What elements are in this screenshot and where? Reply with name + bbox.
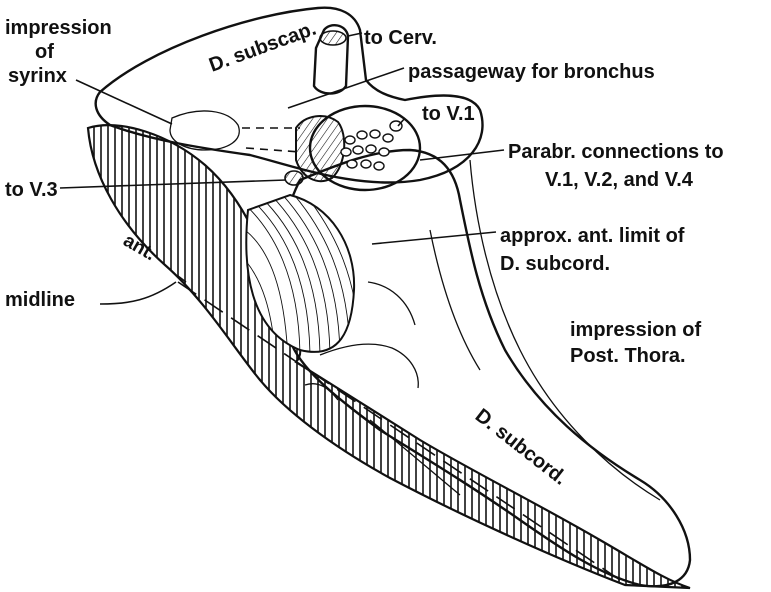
cervical-opening [320,31,346,45]
label-to-v3: to V.3 [5,179,58,201]
bronchus-connections [242,106,420,190]
label-impression-post-thora-1: impression of [570,319,701,341]
label-passageway: passageway for bronchus [408,61,655,83]
syrinx-impression-shape [170,111,239,150]
bronchus-stump [296,116,344,181]
label-parabr-1: Parabr. connections to [508,141,724,163]
v3-opening [285,171,303,185]
label-to-v1: to V.1 [422,103,475,125]
label-approx-1: approx. ant. limit of [500,225,685,247]
label-impression-syrinx-3: syrinx [8,65,67,87]
label-impression-post-thora-2: Post. Thora. [570,345,686,367]
label-midline: midline [5,289,75,311]
label-impression-syrinx-1: impression [5,17,112,39]
label-d-subscap: D. subscap. [206,18,319,77]
label-parabr-2: V.1, V.2, and V.4 [545,169,694,191]
label-to-cerv: to Cerv. [364,27,437,49]
midline-axis [178,282,620,580]
label-impression-syrinx-2: of [35,41,54,63]
parabronchial-openings [341,121,402,170]
label-approx-2: D. subcord. [500,253,610,275]
